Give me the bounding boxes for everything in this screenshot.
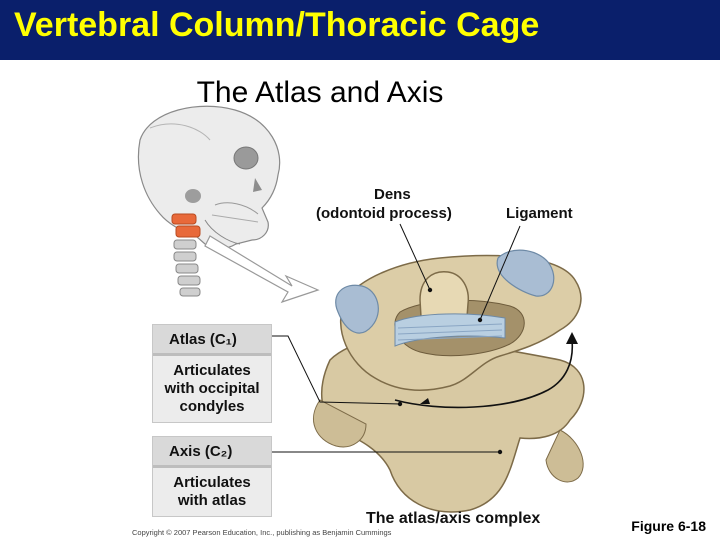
zoom-arrow	[204, 235, 320, 304]
label-dens: Dens	[374, 186, 411, 203]
label-odontoid-process: (odontoid process)	[316, 205, 452, 222]
skull-illustration	[137, 105, 281, 250]
axis-card-heading: Axis (C₂)	[153, 437, 271, 468]
atlas-card-body: Articulates with occipital condyles	[164, 362, 260, 415]
leader-lines	[270, 223, 521, 453]
figure-label: Figure 6-18	[631, 518, 706, 534]
label-ligament: Ligament	[506, 205, 573, 222]
copyright-notice: Copyright © 2007 Pearson Education, Inc.…	[132, 528, 392, 537]
subtitle-text: The Atlas and Axis	[196, 76, 444, 109]
cervical-spine-illustration	[171, 213, 201, 297]
slide-title: Vertebral Column/Thoracic Cage	[14, 6, 540, 44]
title-bar: Vertebral Column/Thoracic Cage	[0, 0, 720, 60]
slide-subtitle: The Atlas and Axis	[0, 76, 720, 110]
axis-card: Axis (C₂) Articulates with atlas	[152, 436, 272, 517]
diagram-caption: The atlas/axis complex	[366, 510, 541, 527]
vertebrae-complex	[312, 249, 585, 513]
atlas-card-heading: Atlas (C₁)	[153, 325, 271, 356]
axis-card-body: Articulates with atlas	[173, 474, 251, 509]
atlas-card: Atlas (C₁) Articulates with occipital co…	[152, 324, 272, 423]
